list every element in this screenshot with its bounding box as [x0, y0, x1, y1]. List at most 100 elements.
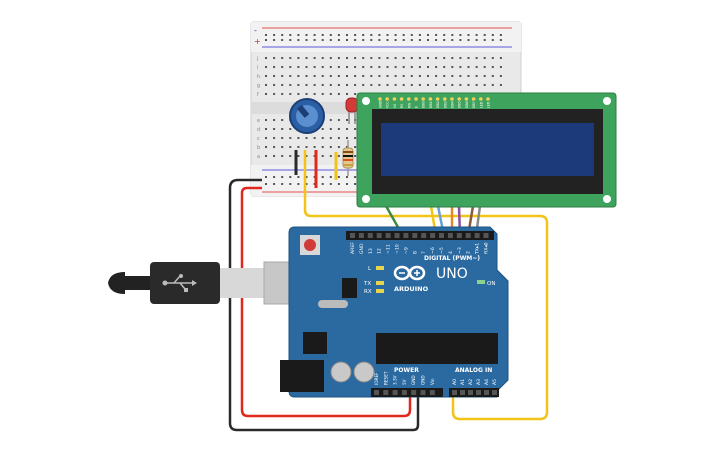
digital-pin-label: ~9 — [403, 247, 409, 254]
lcd-pin[interactable] — [435, 97, 440, 101]
digital-pin[interactable] — [483, 233, 489, 238]
digital-pin[interactable] — [412, 233, 418, 238]
row-letter: e — [257, 118, 260, 124]
lcd-pin[interactable] — [471, 97, 476, 101]
analog-pin[interactable] — [492, 390, 497, 395]
analog-pin[interactable] — [460, 390, 465, 395]
power-pin[interactable] — [420, 390, 426, 395]
lcd-pin[interactable] — [464, 97, 469, 101]
digital-pin[interactable] — [376, 233, 382, 238]
digital-pin[interactable] — [447, 233, 453, 238]
analog-pin-label: A0 — [452, 379, 458, 385]
analog-pin[interactable] — [484, 390, 489, 395]
power-pin[interactable] — [429, 390, 435, 395]
digital-pin-label: ~6 — [430, 247, 436, 254]
analog-pin-label: A4 — [484, 379, 490, 385]
digital-pin-label: AREF — [350, 242, 356, 254]
lcd-pin-label: V0 — [393, 104, 397, 108]
digital-pin[interactable] — [430, 233, 436, 238]
analog-pin-label: A3 — [476, 379, 482, 385]
digital-pin[interactable] — [474, 233, 480, 238]
digital-pin[interactable] — [350, 233, 355, 238]
lcd-pin[interactable] — [407, 97, 411, 101]
digital-pin[interactable] — [394, 233, 400, 238]
analog-pin[interactable] — [476, 390, 481, 395]
wire-5v-red — [240, 186, 412, 418]
analog-pin-label: A5 — [492, 379, 498, 385]
digital-pin-label: ~11 — [386, 244, 392, 254]
lcd-pin-label: DB2 — [436, 101, 440, 108]
power-pin-label: Vin — [430, 378, 435, 385]
digital-header-label: DIGITAL (PWM~) — [424, 255, 480, 262]
power-pin-label: RESET — [383, 371, 388, 385]
tx-led-label: TX — [363, 281, 371, 287]
power-header-label: POWER — [394, 367, 419, 374]
digital-pin-label: 4 — [448, 251, 454, 254]
digital-pin-label: ~3 — [457, 247, 463, 254]
lcd-pin[interactable] — [399, 97, 404, 101]
potentiometer[interactable] — [289, 98, 325, 134]
power-pin-label: 5V — [402, 379, 407, 385]
lcd-pin[interactable] — [378, 97, 382, 101]
digital-pin-label: 8 — [412, 251, 418, 254]
row-letter: c — [257, 136, 260, 142]
lcd-pin[interactable] — [392, 97, 397, 101]
digital-pin-label: RX◂0 — [484, 242, 490, 254]
analog-pin[interactable] — [452, 390, 457, 395]
arduino-uno-board[interactable]: ARDUINO UNO DIGITAL (PWM~) POWER ANALOG … — [280, 226, 509, 398]
lcd-pin-label: DB1 — [429, 101, 433, 108]
resistor[interactable] — [342, 140, 354, 176]
usb-icon — [162, 274, 197, 292]
red-led[interactable] — [345, 97, 359, 124]
row-letter: g — [257, 83, 260, 89]
digital-pin-label: ~5 — [439, 247, 445, 254]
lcd-pin[interactable] — [385, 97, 390, 101]
digital-pin-label: ~10 — [395, 244, 401, 254]
digital-pin[interactable] — [439, 233, 444, 238]
power-pin[interactable] — [411, 390, 417, 395]
digital-pin[interactable] — [367, 233, 373, 238]
analog-pin[interactable] — [468, 390, 473, 395]
on-led-label: ON — [487, 281, 495, 287]
power-pin[interactable] — [401, 390, 407, 395]
lcd-pin[interactable] — [443, 97, 447, 101]
digital-pin[interactable] — [385, 233, 391, 238]
lcd-pin[interactable] — [457, 97, 462, 101]
lcd-pin-label: RS — [400, 104, 404, 108]
power-pin-label: IOREF — [374, 372, 379, 385]
digital-pin-label: 7 — [421, 251, 427, 254]
digital-pin[interactable] — [358, 233, 364, 238]
lcd-pin-label: DB3 — [443, 101, 447, 108]
lcd-pin[interactable] — [450, 97, 454, 101]
row-letter: i — [257, 65, 258, 71]
lcd-pin[interactable] — [479, 97, 483, 101]
lcd-pin-label: DB6 — [465, 101, 469, 108]
power-pin[interactable] — [374, 390, 379, 395]
row-letter: h — [257, 74, 260, 80]
power-pin[interactable] — [392, 390, 398, 395]
lcd-pin-label: LED — [479, 101, 483, 108]
digital-pin[interactable] — [421, 233, 427, 238]
arduino-infinity-logo — [393, 265, 426, 281]
digital-pin[interactable] — [465, 233, 471, 238]
row-letter: d — [257, 127, 260, 133]
lcd-pin[interactable] — [428, 97, 433, 101]
lcd-pin[interactable] — [421, 97, 426, 101]
lcd-pin[interactable] — [486, 97, 490, 101]
power-pin[interactable] — [383, 390, 389, 395]
digital-pin-label: GND — [359, 243, 365, 254]
lcd-pin[interactable] — [414, 97, 418, 101]
wire-gnd-black — [228, 178, 420, 432]
lcd-pin-label: DB0 — [422, 101, 426, 108]
wire-a0-yellow — [303, 150, 549, 421]
atmega-chip — [376, 333, 498, 364]
rail-plus-label: + — [254, 37, 261, 46]
digital-pin[interactable] — [456, 233, 462, 238]
digital-pin[interactable] — [403, 233, 409, 238]
